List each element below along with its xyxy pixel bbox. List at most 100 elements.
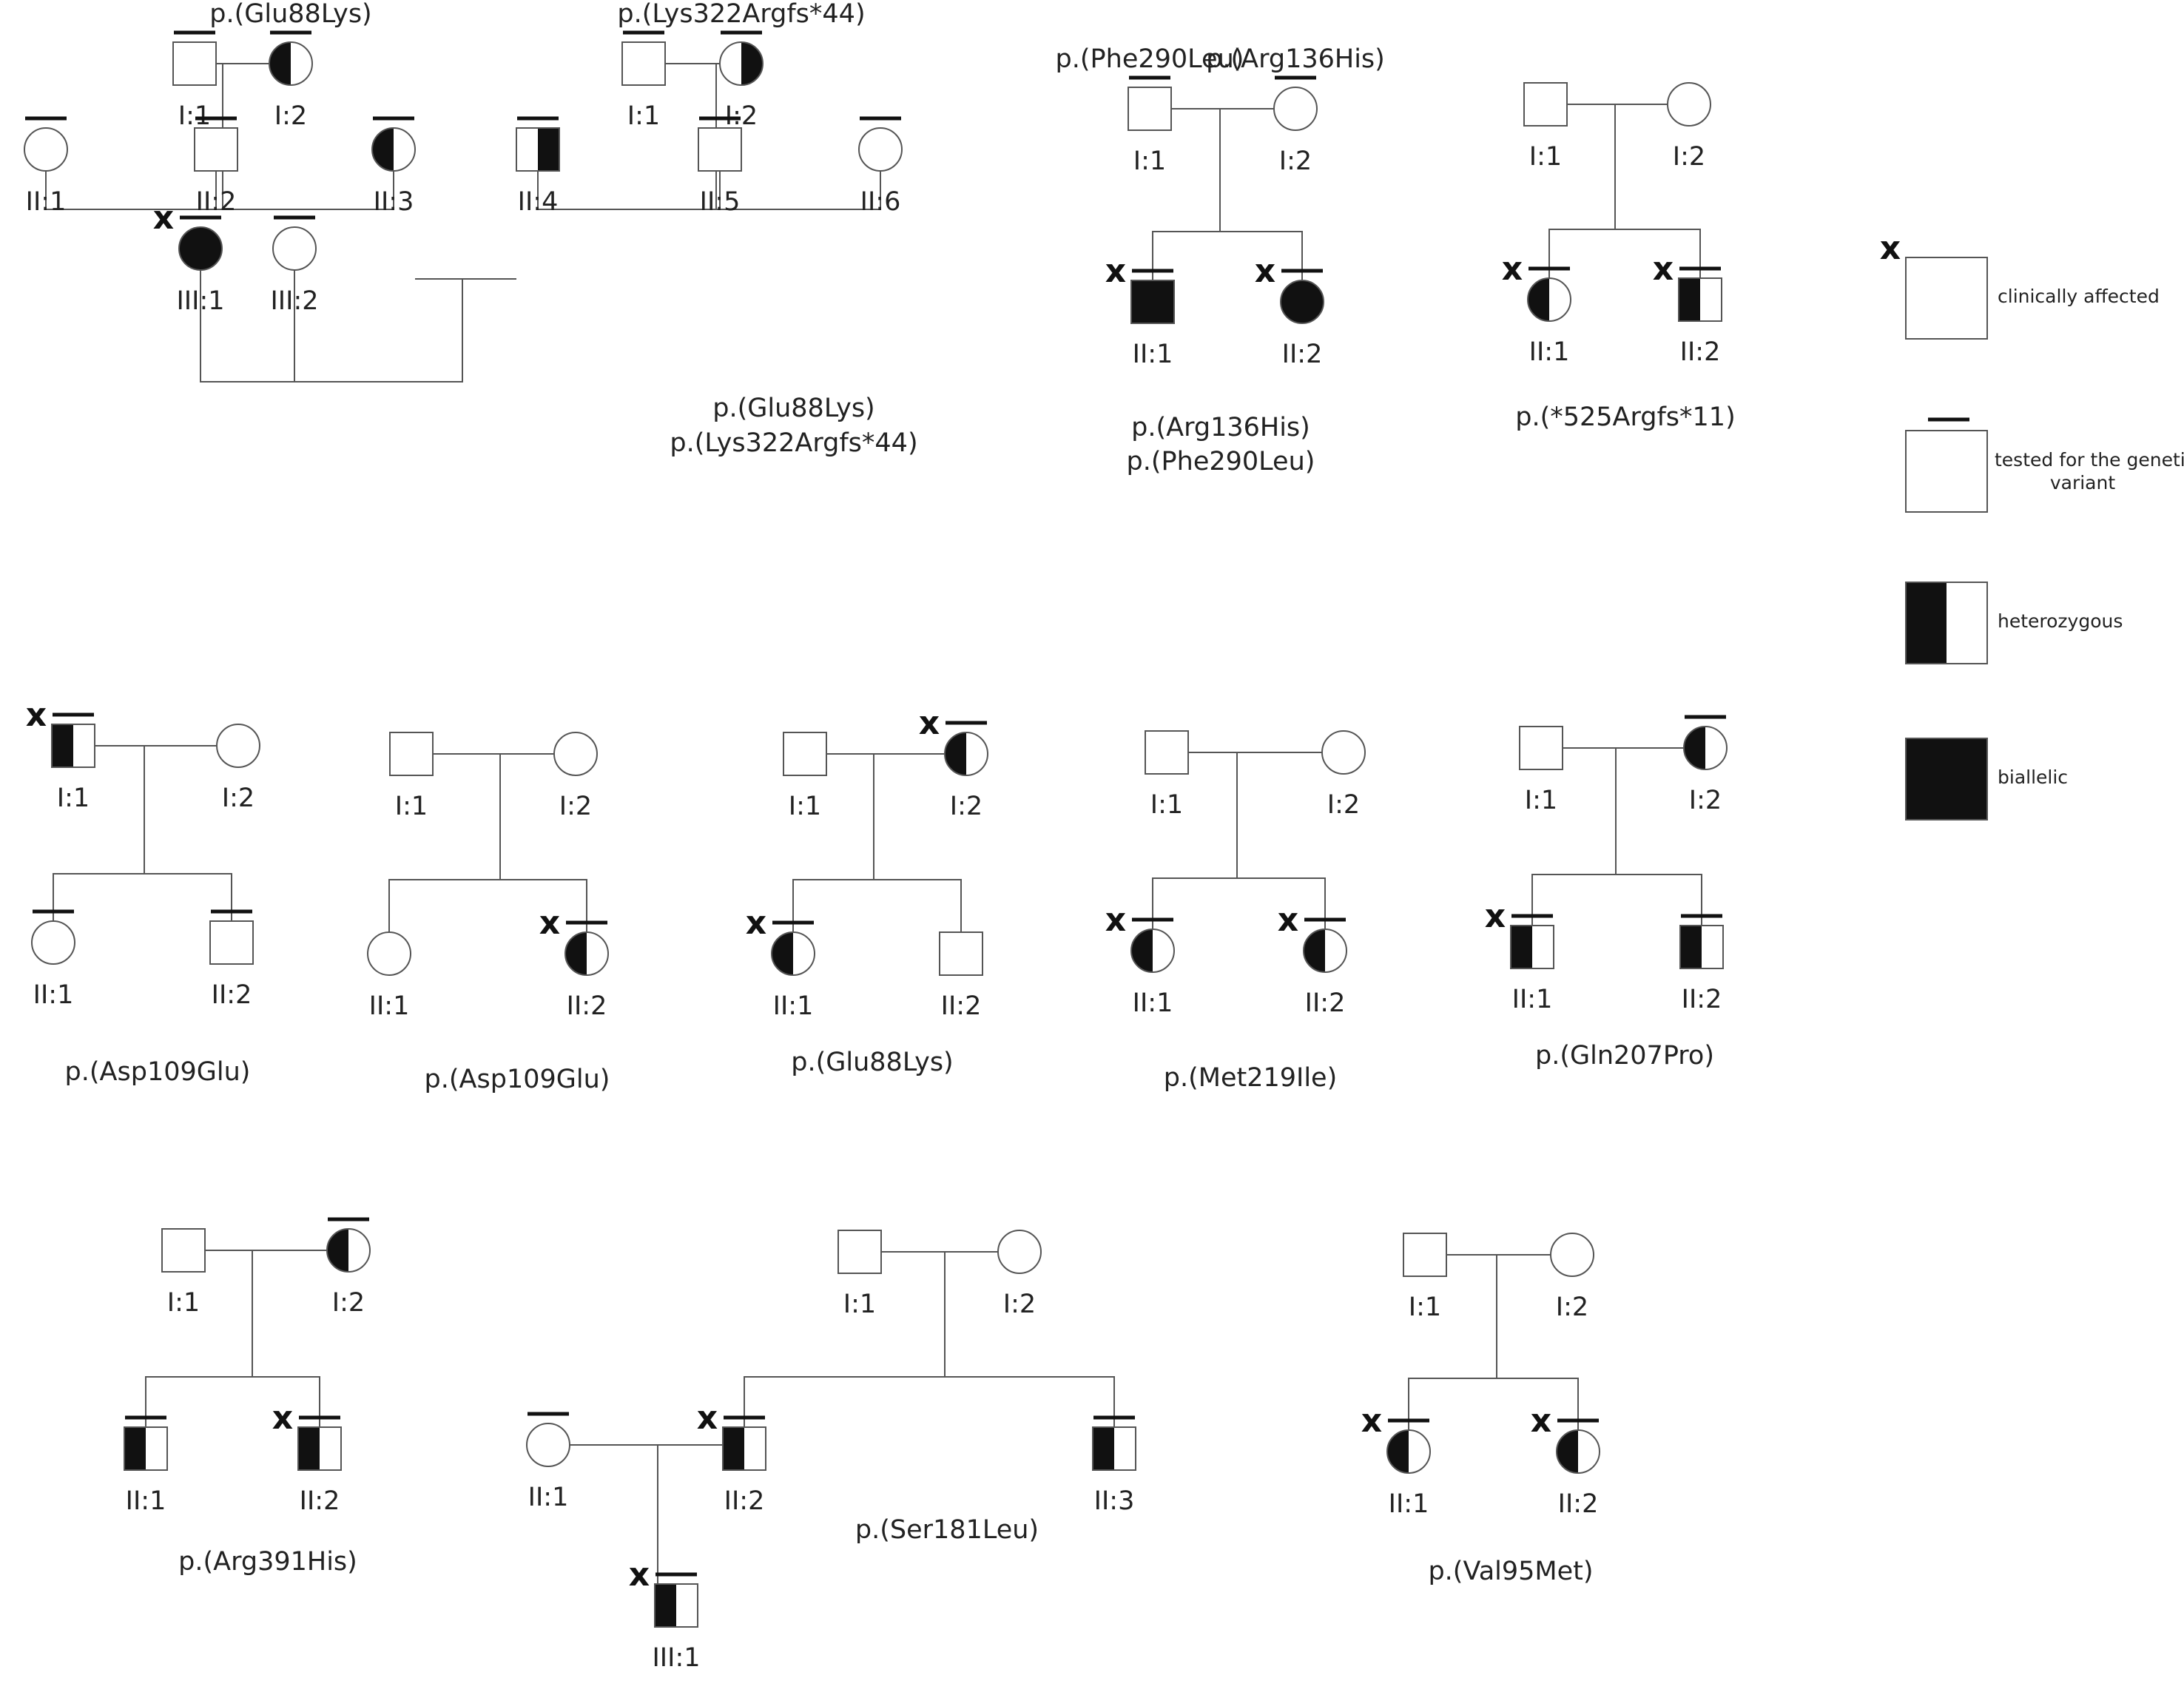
symbol-outline <box>326 1228 371 1273</box>
person-variant-label: p.(Glu88Lys) <box>209 0 371 29</box>
family-4-variant: p.(*525Argfs*11) <box>1515 402 1735 432</box>
person-id-label: I:1 <box>789 792 821 821</box>
connector-line <box>1152 109 1221 280</box>
person-id-label: II:1 <box>773 991 814 1021</box>
female-symbol <box>368 932 411 975</box>
legend-tested-swatch <box>1905 430 1988 513</box>
heterozygous-fill <box>269 42 291 85</box>
affected-marker: x <box>697 1399 718 1437</box>
symbol-outline <box>161 1228 206 1273</box>
family-8-person-II-2: xII:2 <box>1278 901 1347 1018</box>
person-id-label: I:2 <box>1279 146 1312 176</box>
male-symbol <box>1520 727 1563 769</box>
symbol-outline <box>389 732 434 776</box>
heterozygous-fill <box>945 732 966 775</box>
symbol-outline <box>837 1230 882 1274</box>
person-id-label: I:2 <box>332 1288 365 1318</box>
person-id-label: II:1 <box>1529 337 1570 367</box>
symbol-outline <box>719 41 764 86</box>
family-5-person-II-1: II:1 <box>31 909 75 1010</box>
person-id-label: I:2 <box>1003 1290 1036 1319</box>
connector-line <box>1237 877 1326 929</box>
affected-marker: x <box>1485 897 1506 935</box>
person-id-label: I:1 <box>1409 1293 1441 1322</box>
family-10-person-II-1: II:1 <box>124 1415 168 1516</box>
person-id-label: II:3 <box>374 187 414 217</box>
female-symbol <box>1274 87 1317 130</box>
connector-line <box>1616 874 1702 926</box>
connector-line <box>500 879 587 932</box>
family-8-person-I-2: I:2 <box>1321 730 1366 820</box>
family-10-person-II-2: xII:2 <box>272 1399 342 1516</box>
symbol-outline <box>24 127 68 172</box>
symbol-outline <box>1128 87 1172 131</box>
female-symbol <box>859 128 902 171</box>
female-symbol <box>1322 731 1365 774</box>
family-4-person-II-2: xII:2 <box>1653 250 1722 367</box>
female-symbol <box>24 128 67 171</box>
legend-tested-label-line-1: tested for the genetic <box>1995 449 2184 471</box>
family-8-person-I-1: I:1 <box>1145 730 1189 820</box>
person-id-label: II:1 <box>1133 340 1173 369</box>
person-id-label: II:2 <box>1558 1489 1599 1519</box>
connector-line <box>294 227 462 383</box>
heterozygous-fill <box>1679 278 1700 321</box>
family-12-person-II-1: xII:1 <box>1361 1402 1431 1519</box>
person-id-label: II:1 <box>528 1483 569 1512</box>
family-2-person-II-4: II:4 <box>516 116 560 217</box>
person-id-label: I:1 <box>57 784 90 813</box>
symbol-outline <box>1510 925 1554 969</box>
family-8-person-II-1: xII:1 <box>1105 901 1175 1018</box>
affected-marker: x <box>1531 1402 1551 1440</box>
symbol-outline <box>771 931 815 976</box>
family-11-person-I-2: I:2 <box>997 1230 1042 1319</box>
family-10-person-I-1: I:1 <box>161 1228 206 1318</box>
affected-marker: x <box>1278 901 1298 939</box>
heterozygous-fill <box>1557 1430 1578 1473</box>
family-3-variant: p.(Arg136His) <box>1131 413 1310 442</box>
person-id-label: I:1 <box>167 1288 200 1318</box>
heterozygous-fill <box>565 932 587 975</box>
heterozygous-fill <box>538 128 559 171</box>
heterozygous-fill <box>1684 727 1705 769</box>
male-symbol <box>698 128 741 171</box>
male-symbol <box>162 1229 205 1272</box>
symbol-outline <box>367 931 411 976</box>
person-id-label: II:2 <box>567 991 607 1021</box>
person-id-label: II:2 <box>1680 337 1721 367</box>
symbol-outline <box>371 127 416 172</box>
person-id-label: II:2 <box>1305 988 1346 1018</box>
affected-marker: x <box>1255 252 1275 290</box>
symbol-outline <box>269 41 313 86</box>
biallelic-fill <box>1281 280 1324 323</box>
person-id-label: II:1 <box>126 1486 166 1516</box>
connector-line <box>1615 229 1701 278</box>
family-3-person-I-2: I:2p.(Arg136His) <box>1206 44 1385 176</box>
family-6-person-I-1: I:1 <box>389 732 434 821</box>
connector-line <box>223 128 394 210</box>
legend-affected-label: clinically affected <box>1998 286 2160 307</box>
person-id-label: II:1 <box>369 991 410 1021</box>
affected-marker: x <box>629 1556 650 1594</box>
person-id-label: I:2 <box>1689 786 1722 815</box>
person-id-label: II:1 <box>1389 1489 1429 1519</box>
heterozygous-fill <box>655 1584 676 1627</box>
connector-line <box>53 746 145 921</box>
male-symbol <box>940 932 983 975</box>
family-2-person-II-5: II:5 <box>698 116 742 217</box>
legend-biallelic-swatch <box>1905 738 1988 820</box>
female-symbol <box>32 921 75 964</box>
symbol-outline <box>1403 1233 1447 1277</box>
symbol-outline <box>297 1426 342 1471</box>
male-symbol <box>173 42 216 85</box>
female-symbol <box>527 1423 570 1466</box>
person-variant-label: p.(Lys322Argfs*44) <box>617 0 865 29</box>
symbol-outline <box>1527 277 1571 322</box>
legend-heterozygous-fill <box>1906 582 1947 664</box>
symbol-outline <box>783 732 827 776</box>
symbol-outline <box>1273 87 1318 131</box>
person-id-label: II:2 <box>724 1486 765 1516</box>
heterozygous-fill <box>327 1229 348 1272</box>
family-10-person-I-2: I:2 <box>326 1217 371 1318</box>
